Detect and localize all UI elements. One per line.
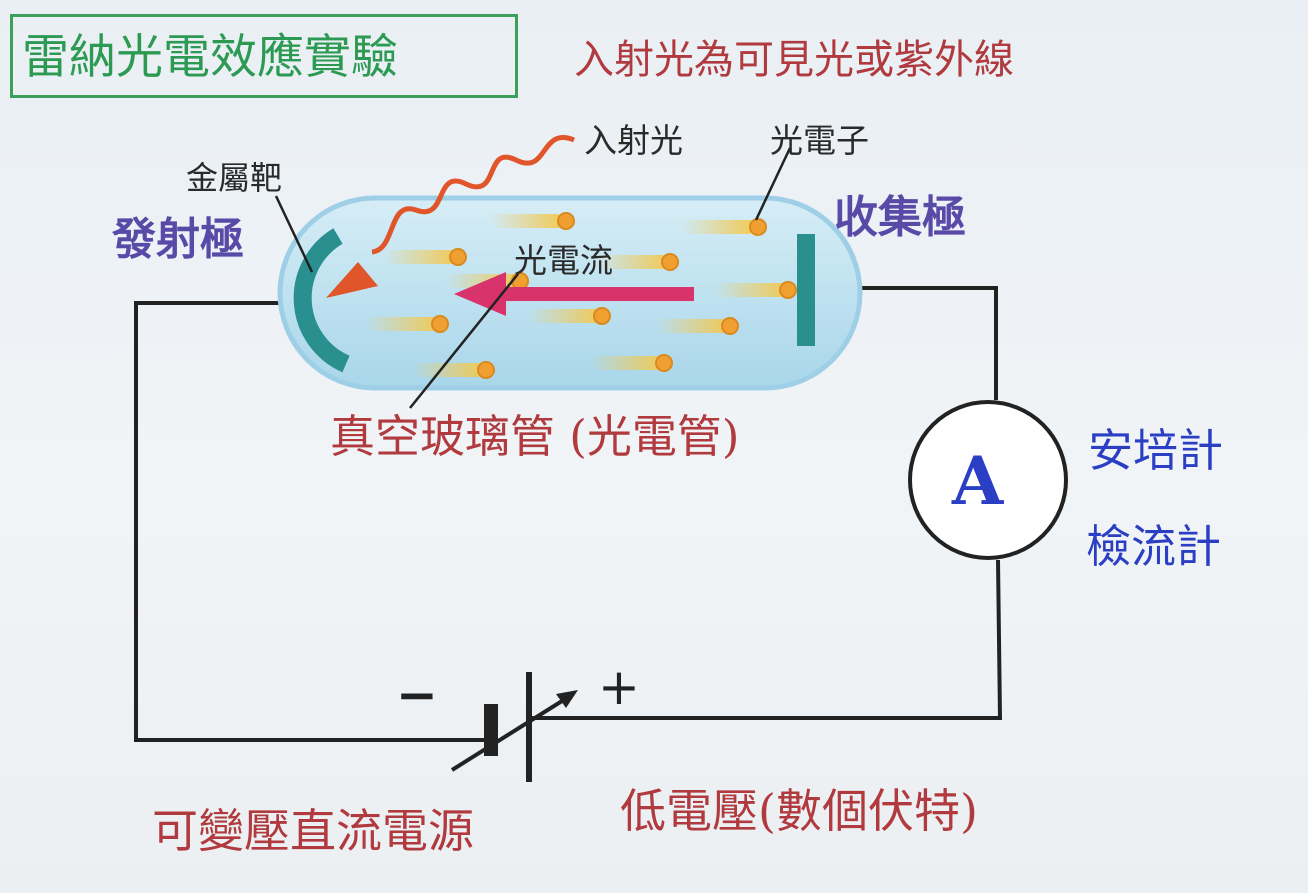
collector-label: 收集極 bbox=[834, 192, 966, 243]
low-voltage-label: 低電壓(數個伏特) bbox=[620, 784, 978, 838]
circuit-wire bbox=[134, 286, 1003, 742]
incident-light-label: 入射光 bbox=[584, 121, 683, 160]
vacuum-tube-label: 真空玻璃管 (光電管) bbox=[330, 410, 740, 463]
emitter-label: 發射極 bbox=[112, 214, 244, 265]
photoelectron bbox=[682, 218, 767, 236]
subtitle: 入射光為可見光或紫外線 bbox=[574, 37, 1014, 83]
photoelectron bbox=[714, 281, 797, 299]
photoelectron-label: 光電子 bbox=[770, 121, 869, 160]
galvanometer-label: 檢流計 bbox=[1086, 520, 1222, 573]
metal-target-label: 金屬靶 bbox=[186, 159, 283, 197]
title-box bbox=[10, 14, 518, 98]
ammeter-label: 安培計 bbox=[1088, 424, 1224, 477]
photoelectron bbox=[490, 212, 575, 230]
photoelectron bbox=[590, 354, 673, 372]
ammeter-symbol: A bbox=[952, 442, 1004, 520]
photoelectron bbox=[384, 248, 467, 266]
variable-dc-source bbox=[450, 672, 578, 782]
photocurrent-label: 光電流 bbox=[514, 241, 613, 280]
collector-electrode bbox=[797, 234, 815, 346]
ammeter-circle bbox=[908, 400, 1068, 560]
emitter-electrode bbox=[293, 228, 350, 373]
incident-light-wave bbox=[326, 135, 575, 298]
leader-lines bbox=[274, 147, 792, 409]
photoelectron bbox=[596, 253, 679, 271]
photoelectron bbox=[412, 361, 495, 379]
photoelectron bbox=[528, 307, 611, 325]
power-source-label: 可變壓直流電源 bbox=[152, 804, 474, 858]
positive-terminal-label: + bbox=[598, 658, 640, 716]
negative-terminal-label: − bbox=[396, 666, 438, 724]
photoelectron bbox=[366, 315, 449, 333]
photoelectron bbox=[656, 317, 739, 335]
page-title: 雷納光電效應實驗 bbox=[22, 30, 398, 85]
